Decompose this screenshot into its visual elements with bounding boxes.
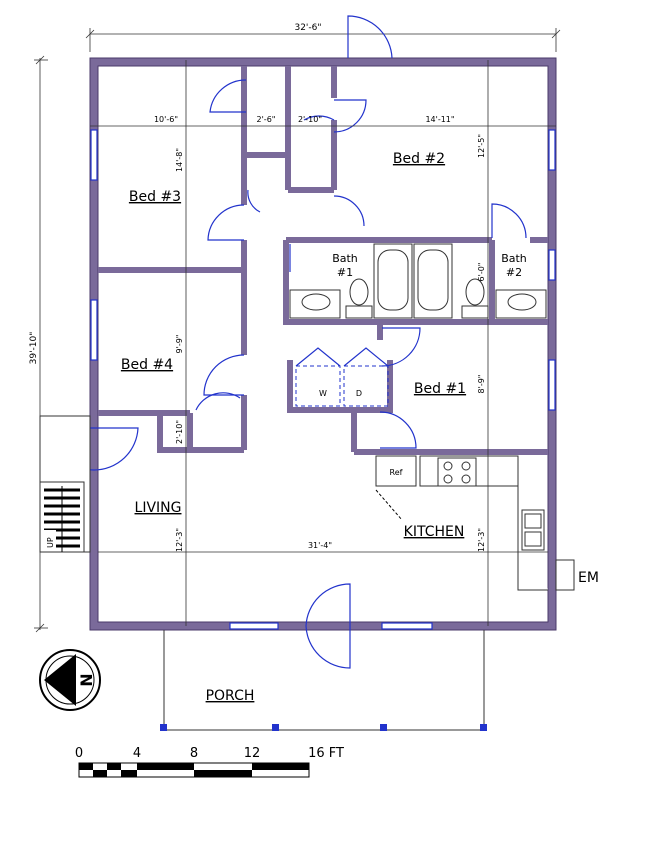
dryer-label: D — [356, 389, 362, 398]
door-swing — [381, 327, 421, 367]
window — [548, 249, 556, 281]
windows — [90, 129, 556, 630]
door-swing — [333, 99, 367, 133]
door-swing — [333, 195, 365, 227]
scale-label: 16 FT — [308, 746, 344, 761]
bath1-label-line2: #1 — [337, 266, 353, 279]
sink-bowl — [524, 513, 542, 529]
kitchen-label: KITCHEN — [404, 524, 465, 540]
room-labels: Bed #3 Bed #2 Bed #4 Bed #1 Bath #1 Bath… — [121, 151, 527, 540]
refrigerator — [375, 455, 417, 487]
door-swing — [379, 411, 417, 449]
north-label: N — [77, 673, 96, 686]
bath2-label-line1: Bath — [501, 252, 527, 265]
bathtub-basin — [417, 249, 449, 311]
bed3-label: Bed #3 — [129, 189, 181, 205]
kitchen-fixtures: Ref EM — [375, 455, 599, 591]
door-swing — [305, 583, 351, 627]
kitchen-depth: 12'-3" — [477, 528, 486, 552]
living-label: LIVING — [135, 500, 182, 516]
window — [90, 299, 98, 361]
door-swing — [207, 204, 245, 241]
laundry: W D — [295, 365, 389, 407]
bed3-depth: 14'-8" — [175, 148, 184, 172]
interior-dimensions: 10'-6" 2'-6" 2'-10" 14'-11" 14'-8" 12'-5… — [90, 60, 556, 626]
porch-label: PORCH — [206, 688, 255, 704]
em-label: EM — [578, 570, 599, 586]
door-bifold — [295, 347, 341, 367]
door-swing — [203, 354, 245, 396]
bath2-label-line2: #2 — [506, 266, 522, 279]
door-swing — [195, 392, 241, 411]
stair-up-label: UP — [46, 537, 55, 548]
toilet-tank — [461, 305, 489, 319]
scale-label: 4 — [133, 746, 141, 761]
window — [548, 359, 556, 411]
bath-fixtures — [289, 243, 547, 319]
range — [437, 457, 477, 487]
washer-label: W — [319, 389, 327, 398]
scale-label: 8 — [190, 746, 198, 761]
doors — [49, 15, 527, 669]
toilet — [349, 278, 369, 306]
living-depth: 12'-3" — [175, 528, 184, 552]
door-swing — [209, 79, 247, 113]
door-swing — [93, 427, 139, 471]
stair: UP — [39, 415, 91, 553]
sink — [507, 293, 537, 311]
window — [229, 622, 279, 630]
bed1-label: Bed #1 — [414, 381, 466, 397]
north-arrow: N — [39, 649, 101, 711]
bed4-depth: 9'-9" — [175, 335, 184, 354]
door-swing — [247, 189, 261, 213]
door-swing — [347, 15, 393, 59]
electric-meter — [555, 559, 575, 591]
overall-width-label: 32'-6" — [294, 23, 321, 33]
interior-walls — [98, 66, 548, 455]
living-width: 31'-4" — [308, 541, 332, 550]
closet2-width: 2'-10" — [298, 115, 322, 124]
closet1-width: 2'-6" — [257, 115, 276, 124]
sink — [301, 293, 331, 311]
bed2-label: Bed #2 — [393, 151, 445, 167]
scale-label: 12 — [244, 746, 261, 761]
door-swing — [305, 625, 351, 669]
bed3-width: 10'-6" — [154, 115, 178, 124]
window — [381, 622, 433, 630]
porch: PORCH — [160, 630, 487, 731]
window — [548, 129, 556, 171]
bathtub-basin — [377, 249, 409, 311]
door-swing — [303, 115, 335, 121]
sink-bowl — [524, 531, 542, 547]
bath2-depth: 6'-0" — [477, 263, 486, 282]
door-bifold — [343, 347, 389, 367]
bed2-width: 14'-11" — [425, 115, 454, 124]
overall-depth-label: 39'-10" — [29, 332, 39, 365]
closet3-depth: 2'-10" — [175, 420, 184, 444]
bed4-label: Bed #4 — [121, 357, 173, 373]
toilet-tank — [345, 305, 373, 319]
bath1-label-line1: Bath — [332, 252, 358, 265]
window — [90, 129, 98, 181]
toilet — [465, 278, 485, 306]
scale-bar: 0 4 8 12 16 FT — [75, 746, 344, 778]
scale-label: 0 — [75, 746, 83, 761]
bed2-depth: 12'-5" — [477, 134, 486, 158]
ref-label: Ref — [390, 468, 403, 477]
door-swing — [491, 203, 527, 239]
bed1-depth: 8'-9" — [477, 375, 486, 394]
